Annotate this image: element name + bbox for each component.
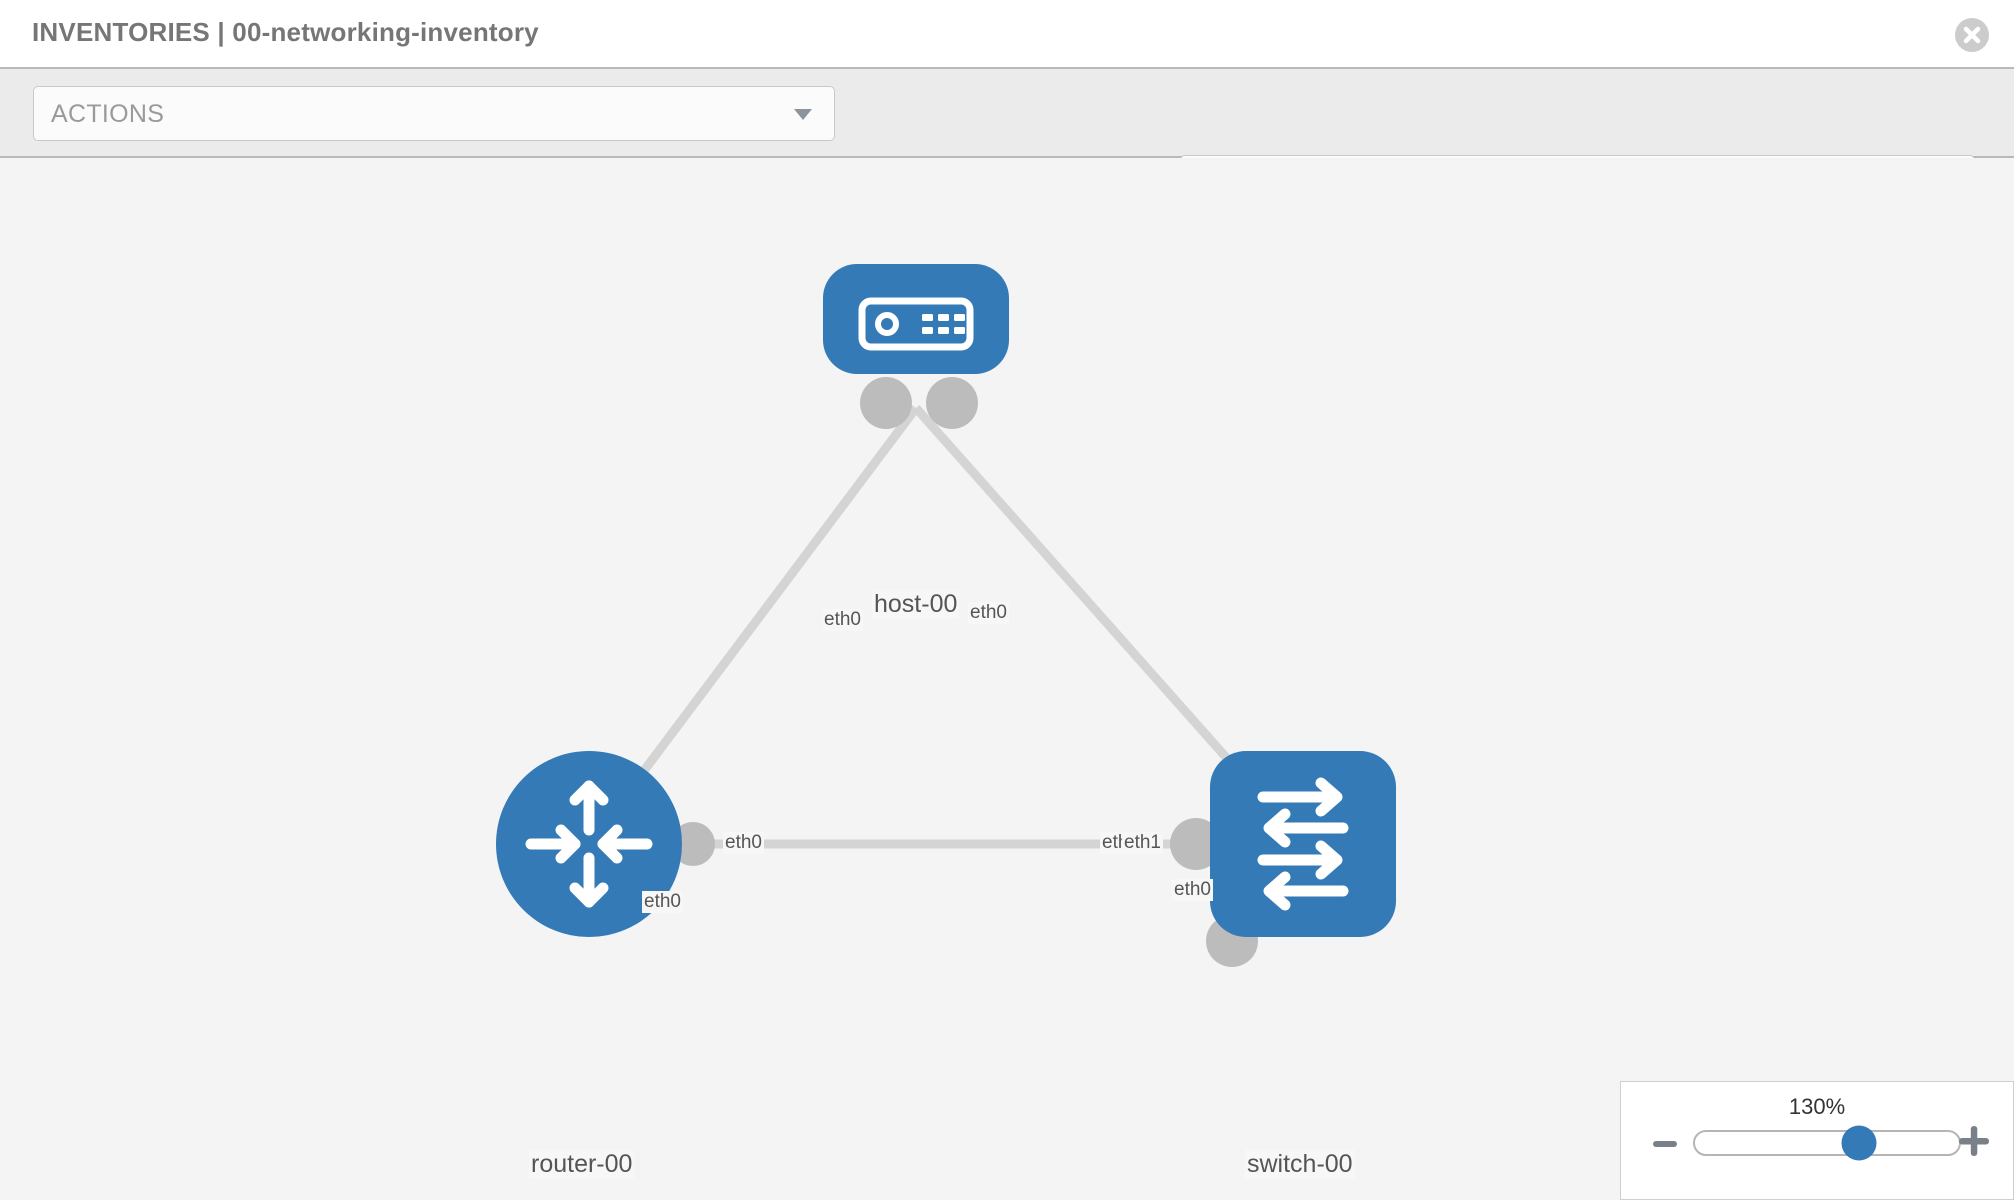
zoom-slider-track[interactable] <box>1693 1125 1961 1161</box>
zoom-level-value: 130% <box>1788 1094 1846 1119</box>
chevron-down-icon <box>794 109 812 120</box>
zoom-control-panel: 130% <box>1620 1081 2014 1200</box>
node-switch-00 <box>1210 751 1396 937</box>
close-icon[interactable] <box>1954 17 1990 53</box>
edge-label-router-to-switch: eth0 <box>723 832 764 854</box>
node-router-00 <box>496 751 682 937</box>
edge-label-router-to-host: eth0 <box>642 891 683 913</box>
topology-canvas[interactable]: host-00 router-00 switch-00 eth0 eth0 et… <box>0 158 2014 1200</box>
zoom-in-button[interactable] <box>1957 1124 1991 1158</box>
server-icon <box>858 297 974 351</box>
page-header: INVENTORIES | 00-networking-inventory <box>0 0 2014 69</box>
zoom-slider-handle[interactable] <box>1841 1125 1877 1161</box>
edge-label-host-to-switch: eth0 <box>968 602 1009 624</box>
connector-router-right <box>671 822 715 866</box>
switch-arrows-icon <box>1257 777 1349 911</box>
edge-label-switch-to-host: eth0 <box>1172 879 1213 901</box>
node-label-router-00: router-00 <box>529 1150 635 1179</box>
edge-label-host-to-router: eth0 <box>822 609 863 631</box>
topology-graph <box>496 264 1396 967</box>
toolbar: ACTIONS SEARCH <box>0 69 2014 211</box>
node-label-switch-00: switch-00 <box>1245 1150 1355 1179</box>
connector-host-right <box>926 377 978 429</box>
actions-dropdown[interactable]: ACTIONS <box>33 86 835 141</box>
page-title: INVENTORIES | 00-networking-inventory <box>32 17 539 47</box>
connector-host-left <box>860 377 912 429</box>
topology-links <box>585 405 1307 849</box>
zoom-out-button[interactable] <box>1651 1130 1679 1158</box>
edge-label-switch-to-router: eth1 <box>1122 832 1163 854</box>
node-host-00 <box>823 264 1009 374</box>
node-label-host-00: host-00 <box>872 590 960 619</box>
actions-dropdown-label: ACTIONS <box>51 100 165 128</box>
router-arrows-icon <box>525 780 653 908</box>
connector-switch-left <box>1170 818 1222 870</box>
